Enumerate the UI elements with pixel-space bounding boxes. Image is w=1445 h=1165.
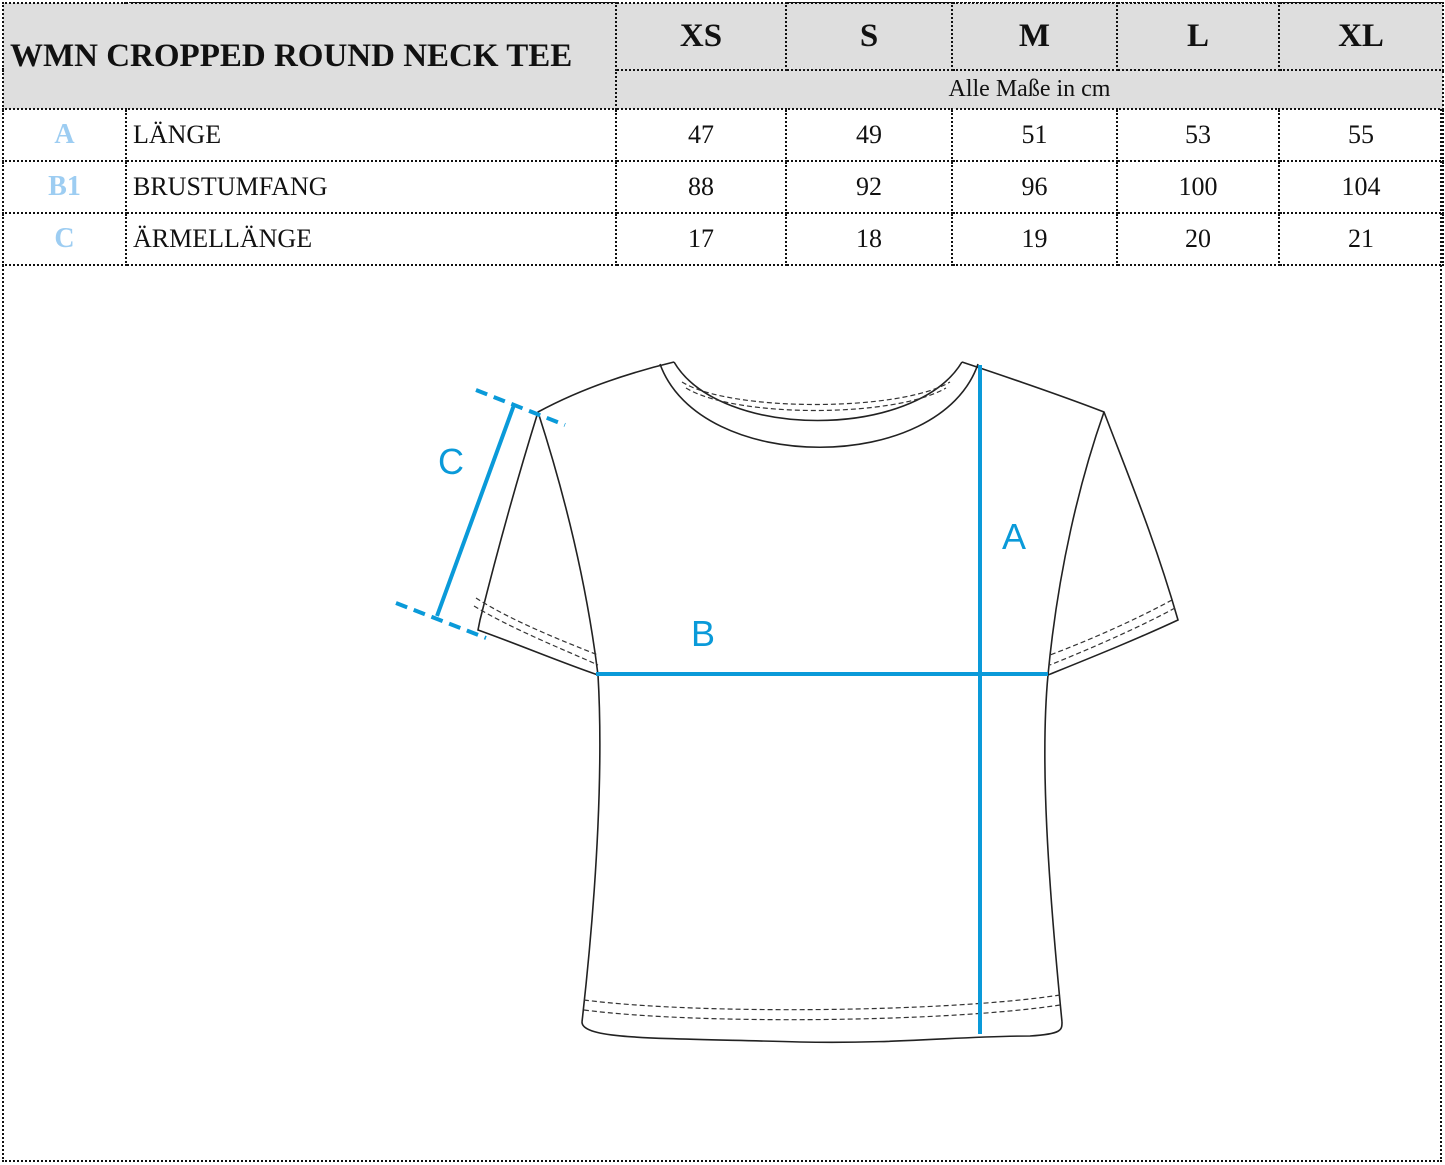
table-row-sleeve: C ÄRMELLÄNGE 17 18 19 20 21 [2, 212, 1444, 266]
value-cell: 53 [1116, 108, 1280, 162]
tshirt-outline-icon [477, 361, 1179, 1044]
measure-label: BRUSTUMFANG [125, 160, 617, 214]
value-cell: 96 [951, 160, 1118, 214]
value-cell: 51 [951, 108, 1118, 162]
measure-b-label: B [691, 613, 715, 654]
measure-c-line [435, 404, 516, 617]
stitching-icon [473, 381, 1176, 1021]
value-cell: 55 [1278, 108, 1444, 162]
value-cell: 47 [615, 108, 787, 162]
measure-label: ÄRMELLÄNGE [125, 212, 617, 266]
value-cell: 20 [1116, 212, 1280, 266]
unit-note: Alle Maße in cm [615, 69, 1444, 110]
product-title: WMN CROPPED ROUND NECK TEE [2, 2, 617, 110]
value-cell: 19 [951, 212, 1118, 266]
measure-code: C [2, 212, 127, 266]
measure-c-label: C [438, 441, 464, 482]
tshirt-measurement-diagram: A B C [395, 361, 1179, 1044]
value-cell: 17 [615, 212, 787, 266]
measure-code: B1 [2, 160, 127, 214]
measure-code: A [2, 108, 127, 162]
size-header-xs: XS [615, 1, 787, 72]
measurement-lines [395, 365, 1048, 1034]
table-row-chest: B1 BRUSTUMFANG 88 92 96 100 104 [2, 160, 1444, 214]
value-cell: 92 [785, 160, 953, 214]
size-header-m: M [951, 1, 1118, 72]
size-header-s: S [785, 1, 953, 72]
size-table: WMN CROPPED ROUND NECK TEE XS S M L XL A… [2, 1, 1444, 266]
table-row-length: A LÄNGE 47 49 51 53 55 [2, 108, 1444, 162]
value-cell: 100 [1116, 160, 1280, 214]
measure-a-label: A [1002, 516, 1026, 557]
value-cell: 88 [615, 160, 787, 214]
measure-label: LÄNGE [125, 108, 617, 162]
value-cell: 18 [785, 212, 953, 266]
value-cell: 104 [1278, 160, 1444, 214]
value-cell: 49 [785, 108, 953, 162]
size-header-xl: XL [1278, 1, 1444, 72]
value-cell: 21 [1278, 212, 1444, 266]
size-header-l: L [1116, 1, 1280, 72]
